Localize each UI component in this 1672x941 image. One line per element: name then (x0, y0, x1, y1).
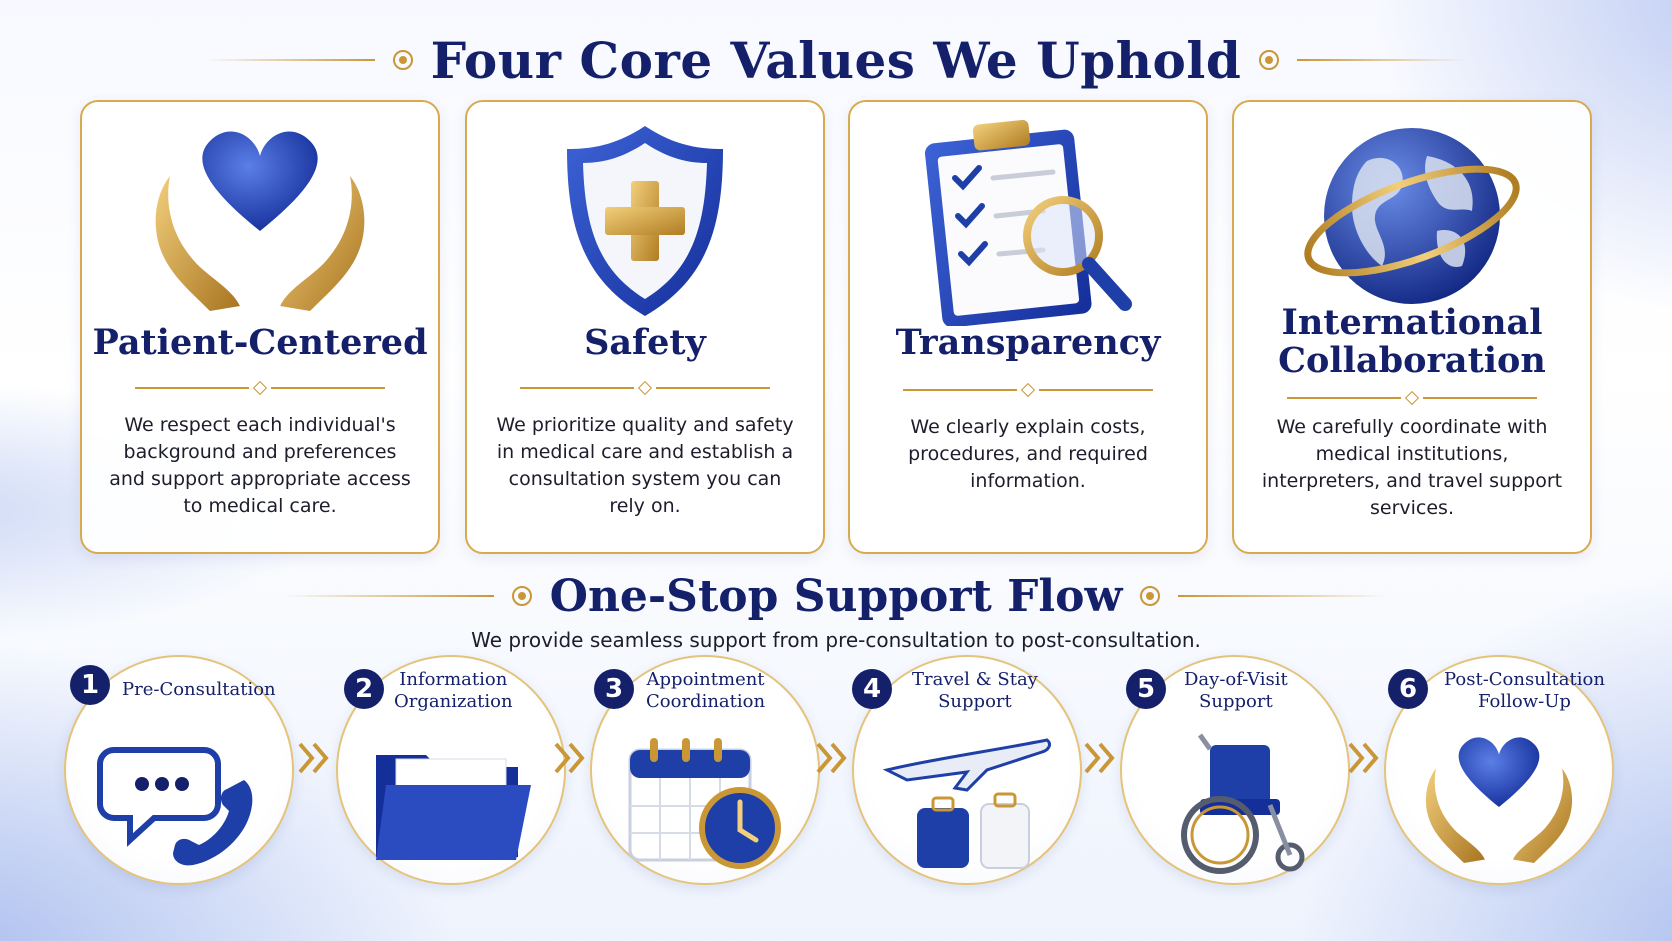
globe-icon (1234, 116, 1590, 316)
title-ornament-line-right (1297, 59, 1468, 61)
step-label: Post-Consultation Follow-Up (1444, 669, 1605, 712)
card-divider (135, 380, 385, 396)
value-card-international-collaboration: International Collaboration We carefully… (1232, 100, 1592, 554)
value-description: We clearly explain costs, procedures, an… (908, 416, 1148, 492)
heart-hands-icon (82, 116, 438, 326)
step-number: 3 (594, 669, 634, 709)
value-title: Patient-Centered (92, 322, 428, 363)
chevron-right-icon (1348, 742, 1379, 774)
flow-step-appointment-coordination: 3 Appointment Coordination (590, 655, 820, 890)
wheelchair-icon (1135, 725, 1335, 875)
value-title: Transparency (895, 322, 1161, 363)
value-description: We carefully coordinate with medical ins… (1261, 416, 1563, 519)
chat-phone-icon (79, 725, 279, 875)
card-divider (1287, 390, 1537, 406)
step-number: 5 (1126, 669, 1166, 709)
step-number: 1 (70, 665, 110, 705)
heart-hands-icon (1399, 725, 1599, 875)
page-title: Four Core Values We Uphold (430, 30, 1242, 90)
flow-step-day-of-visit-support: 5 Day-of-Visit Support (1120, 655, 1350, 890)
value-description: We respect each individual's background … (109, 414, 411, 517)
step-number: 2 (344, 669, 384, 709)
step-label: Pre-Consultation (122, 679, 276, 700)
chevron-right-icon (816, 742, 847, 774)
step-label: Information Organization (394, 669, 513, 712)
flow-header: One-Stop Support Flow (0, 565, 1672, 627)
flow-ornament-dot-left (511, 586, 532, 606)
title-ornament-dot-left (392, 50, 413, 70)
flow-ornament-line-left (283, 595, 494, 597)
card-divider (520, 380, 770, 396)
step-number: 4 (852, 669, 892, 709)
flow-step-post-consultation-follow-up: 6 Post-Consultation Follow-Up (1384, 655, 1614, 890)
step-number: 6 (1388, 669, 1428, 709)
step-label: Appointment Coordination (646, 669, 766, 712)
value-description: We prioritize quality and safety in medi… (496, 414, 794, 517)
flow-title: One-Stop Support Flow (549, 570, 1123, 622)
value-card-patient-centered: Patient-Centered We respect each individ… (80, 100, 440, 554)
folder-icon (351, 725, 551, 875)
chevron-right-icon (298, 742, 329, 774)
header: Four Core Values We Uphold (0, 20, 1672, 100)
value-title: International Collaboration (1278, 302, 1546, 381)
clipboard-magnifier-icon (850, 116, 1206, 326)
title-ornament-line-left (204, 59, 375, 61)
value-card-transparency: Transparency We clearly explain costs, p… (848, 100, 1208, 554)
flow-subtitle: We provide seamless support from pre-con… (471, 628, 1201, 652)
flow-step-pre-consultation: 1 Pre-Consultation (64, 655, 294, 890)
flow-step-travel-stay-support: 4 Travel & Stay Support (852, 655, 1082, 890)
step-label: Travel & Stay Support (912, 669, 1038, 712)
step-label: Day-of-Visit Support (1184, 669, 1288, 712)
flow-step-information-organization: 2 Information Organization (336, 655, 566, 890)
chevron-right-icon (1084, 742, 1115, 774)
card-divider (903, 382, 1153, 398)
value-card-safety: Safety We prioritize quality and safety … (465, 100, 825, 554)
calendar-clock-icon (605, 725, 805, 875)
flow-ornament-line-right (1178, 595, 1389, 597)
shield-cross-icon (467, 116, 823, 326)
value-title: Safety (584, 322, 706, 363)
chevron-right-icon (554, 742, 585, 774)
title-ornament-dot-right (1259, 50, 1280, 70)
airplane-luggage-icon (867, 725, 1067, 875)
flow-ornament-dot-right (1140, 586, 1161, 606)
